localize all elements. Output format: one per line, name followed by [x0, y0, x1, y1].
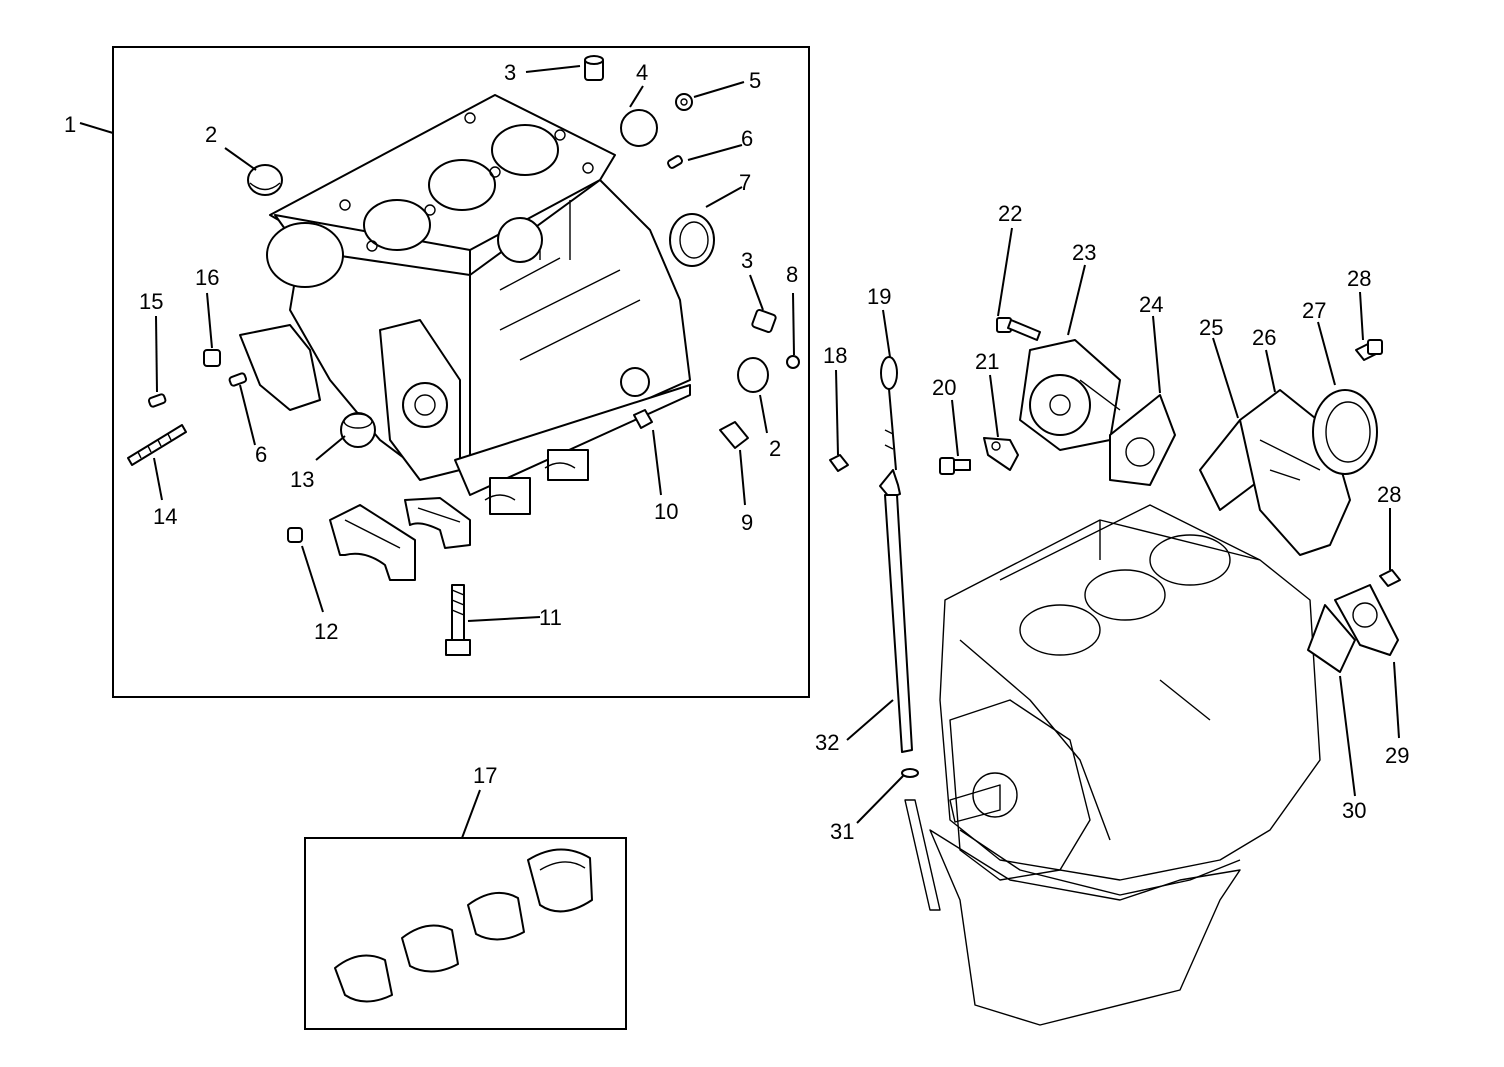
cylinder-block-assembly-frame [112, 46, 810, 698]
bearing-set-frame [304, 837, 627, 1030]
part-6b-pin [228, 372, 248, 387]
callout-7: 7 [739, 170, 751, 195]
engine-assembly [904, 504, 1321, 1026]
part-27-rear-oil-seal [1312, 389, 1378, 475]
callout-20: 20 [932, 375, 956, 400]
callout-9: 9 [741, 510, 753, 535]
callout-25: 25 [1199, 315, 1223, 340]
part-7-oil-seal [669, 213, 715, 267]
part-21-bracket [983, 437, 1019, 471]
callout-labels: 1 2 2 3 3 4 5 6 6 7 8 9 10 11 12 13 14 1… [64, 60, 1409, 844]
part-19-dipstick [880, 356, 898, 471]
callout-15: 15 [139, 289, 163, 314]
callout-22: 22 [998, 201, 1022, 226]
part-31-o-ring [901, 768, 919, 778]
callout-3: 3 [504, 60, 516, 85]
part-15-pin [147, 393, 167, 408]
part-17-bearing-set [334, 848, 593, 1003]
callout-2: 2 [769, 436, 781, 461]
callout-16: 16 [195, 265, 219, 290]
callout-8: 8 [786, 262, 798, 287]
callout-21: 21 [975, 349, 999, 374]
part-11-bolt [445, 584, 471, 656]
part-9-drain-plug [719, 421, 749, 449]
part-2-core-plug [247, 164, 283, 196]
callout-10: 10 [654, 499, 678, 524]
part-6-pin [667, 155, 683, 169]
callout-3: 3 [741, 248, 753, 273]
callout-6: 6 [741, 126, 753, 151]
part-28-bolt-lower [1379, 569, 1401, 587]
part-14-stud [127, 424, 187, 466]
part-12-dowel [287, 527, 303, 543]
leader-lines [79, 65, 1400, 839]
cylinder-block [239, 94, 691, 515]
part-2b-core-plug [737, 357, 769, 393]
callout-12: 12 [314, 619, 338, 644]
callout-17: 17 [473, 763, 497, 788]
part-10-plug [633, 409, 653, 429]
callout-29: 29 [1385, 743, 1409, 768]
part-28-bolt-upper [1355, 339, 1383, 361]
part-5-plug [675, 93, 693, 111]
part-30-gasket [1307, 604, 1356, 673]
part-29-cover [1334, 584, 1399, 656]
part-18-bolt [829, 454, 849, 472]
part-3-dowel-pin [584, 55, 604, 81]
callout-19: 19 [867, 284, 891, 309]
part-16-plug [203, 349, 221, 367]
callout-14: 14 [153, 504, 177, 529]
callout-2: 2 [205, 122, 217, 147]
part-24-gasket [1109, 394, 1176, 486]
part-8-plug [786, 355, 800, 369]
callout-30: 30 [1342, 798, 1366, 823]
main-bearing-caps [329, 497, 471, 581]
callout-27: 27 [1302, 298, 1326, 323]
callout-5: 5 [749, 68, 761, 93]
callout-4: 4 [636, 60, 648, 85]
part-20-bolt [939, 457, 971, 475]
callout-28: 28 [1377, 482, 1401, 507]
part-32-dipstick-tube [879, 469, 913, 753]
callout-18: 18 [823, 343, 847, 368]
callout-24: 24 [1139, 292, 1163, 317]
callout-28: 28 [1347, 266, 1371, 291]
callout-6: 6 [255, 442, 267, 467]
callout-11: 11 [539, 605, 562, 630]
callout-1: 1 [64, 112, 76, 137]
part-22-bolt [996, 317, 1041, 341]
callout-26: 26 [1252, 325, 1276, 350]
part-23-oil-filter-bracket [1019, 339, 1121, 451]
callout-32: 32 [815, 730, 839, 755]
part-3b-dowel [751, 308, 777, 334]
part-13-bushing [340, 412, 376, 448]
callout-13: 13 [290, 467, 314, 492]
part-4-core-plug [620, 109, 658, 147]
callout-31: 31 [830, 819, 854, 844]
callout-23: 23 [1072, 240, 1096, 265]
